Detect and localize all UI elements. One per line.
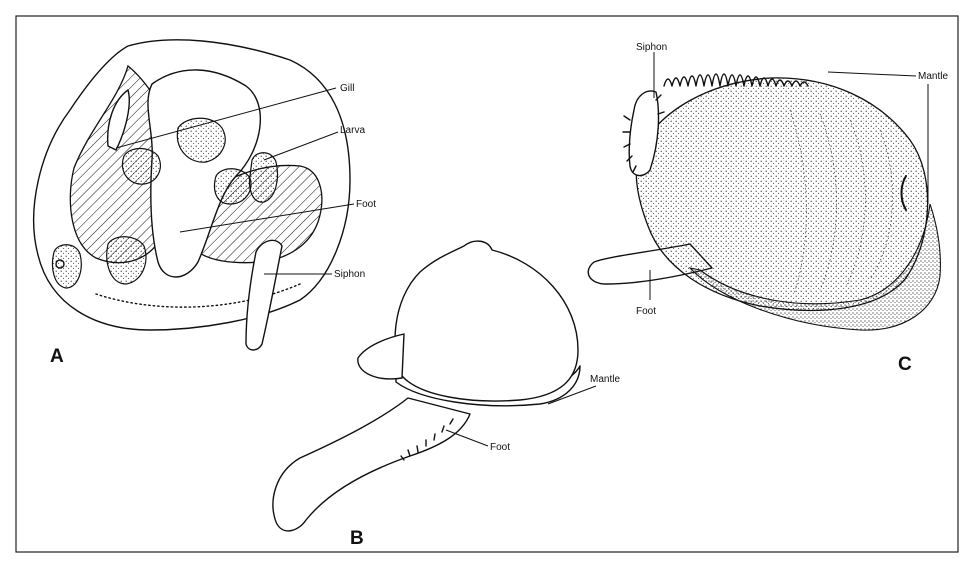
panel-b-letter: B [350, 528, 364, 549]
panel-c-foot-label: Foot [636, 306, 656, 317]
panel-c: Siphon Mantle Foot C [588, 42, 948, 375]
panel-a-larva-3 [250, 153, 278, 202]
panel-c-letter: C [898, 354, 912, 375]
panel-a-letter: A [50, 346, 64, 367]
panel-b: Mantle Foot B [273, 241, 620, 549]
panel-a-foot-label: Foot [356, 199, 376, 210]
panel-a-gill-label: Gill [340, 83, 354, 94]
panel-a-larva-label: Larva [340, 125, 365, 136]
panel-c-siphon-label: Siphon [636, 42, 667, 53]
panel-b-mantle-label: Mantle [590, 374, 620, 385]
panel-b-shell [395, 241, 578, 401]
panel-c-mantle-leader [828, 72, 916, 76]
panel-b-foot [273, 398, 470, 531]
panel-b-foot-label: Foot [490, 442, 510, 453]
panel-b-foot-leader [446, 430, 488, 446]
panel-a-siphon-label: Siphon [334, 269, 365, 280]
panel-a: Gill Larva Foot Siphon A [34, 40, 377, 367]
panel-b-siphon [358, 334, 404, 379]
panel-c-mantle-label: Mantle [918, 71, 948, 82]
panel-a-larva-2 [122, 149, 160, 185]
